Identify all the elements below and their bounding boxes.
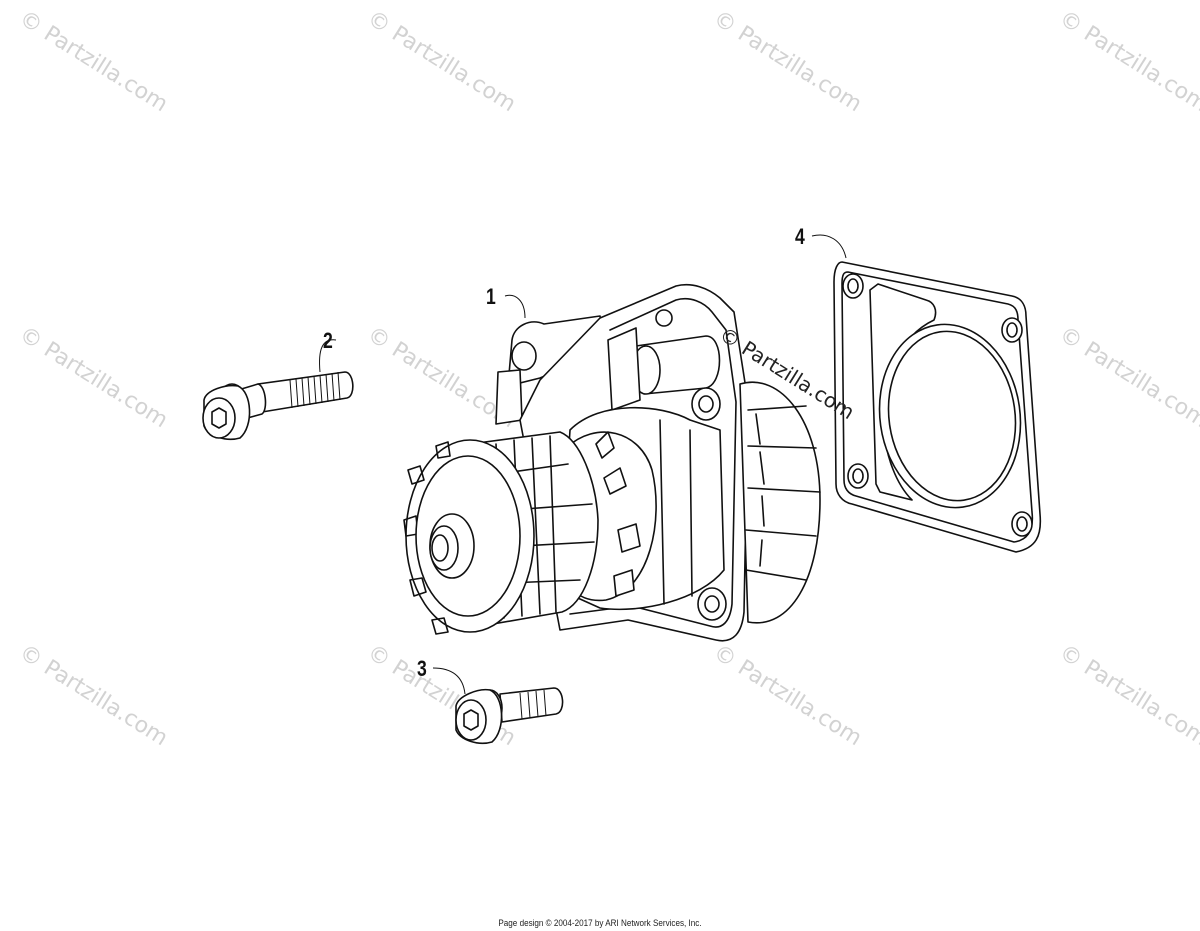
leader-line-2 [319, 339, 337, 373]
leader-line-4 [811, 234, 847, 259]
leader-line-3 [432, 667, 466, 695]
gasket [833, 261, 1042, 553]
callout-number: 3 [417, 656, 427, 681]
callout-number: 4 [795, 224, 805, 249]
callout-number: 1 [486, 284, 496, 309]
callout-number: 2 [323, 328, 333, 353]
bolt-long [202, 371, 354, 441]
bolt-short [455, 687, 564, 745]
water-pump [403, 283, 821, 642]
copyright-footer: Page design © 2004-2017 by ARI Network S… [498, 918, 702, 928]
leader-line-1 [504, 294, 526, 319]
